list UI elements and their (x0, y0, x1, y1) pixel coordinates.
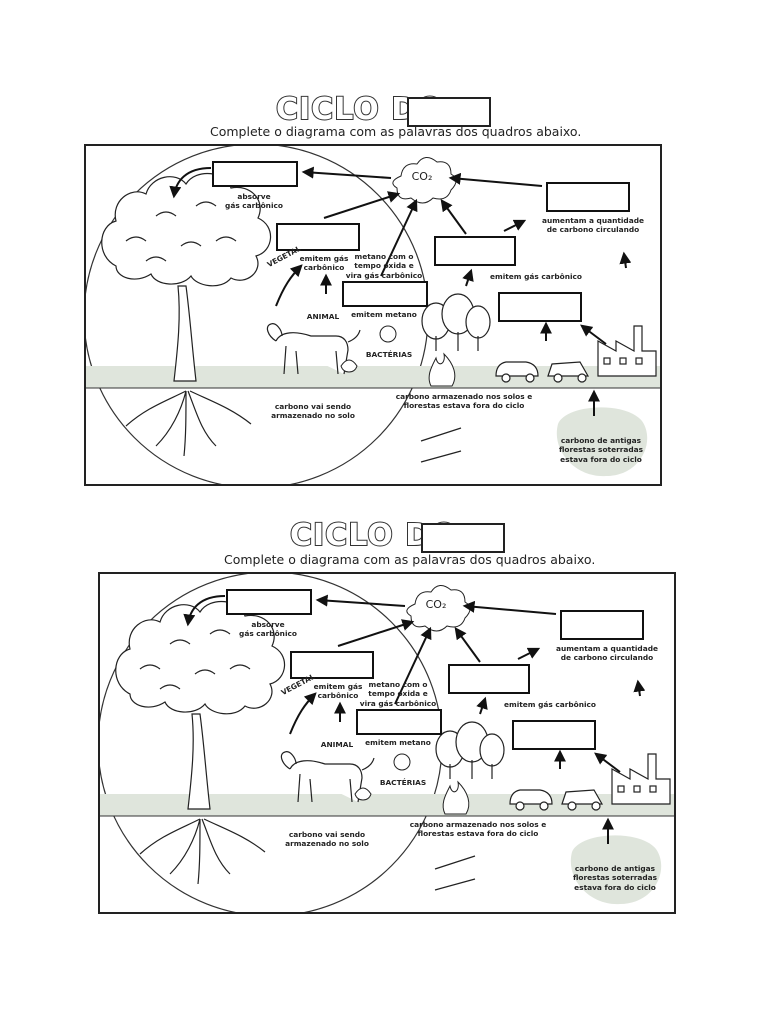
instruction-text: Complete o diagrama com as palavras dos … (224, 552, 596, 567)
label-animal: ANIMAL (306, 312, 340, 321)
title-answer-box[interactable] (407, 97, 491, 127)
title-row: CICLO DO (0, 517, 768, 558)
dog-illustration (266, 323, 361, 375)
answer-box-fuel[interactable] (512, 720, 596, 750)
label-carbono-antigas: carbono de antigas florestas soterradas … (558, 436, 644, 464)
bones-illustration (434, 855, 476, 891)
tree-illustration (101, 172, 272, 457)
diagram-illustration (100, 574, 674, 912)
answer-box-aumentam[interactable] (546, 182, 630, 212)
answer-box-aumentam[interactable] (560, 610, 644, 640)
forest-illustration (435, 721, 505, 779)
label-carbono-florestas: carbono armazenado nos solos e florestas… (395, 392, 533, 411)
label-emitem-gas: emitem gás carbônico (313, 682, 363, 701)
label-absorve: absorve gás carbônico (239, 620, 297, 639)
label-metano-oxida: metano com o tempo oxida e vira gás carb… (359, 680, 437, 708)
title-row: CICLO DO (0, 91, 768, 132)
label-bacterias: BACTÉRIAS (379, 778, 427, 787)
fossil-blob (570, 835, 662, 905)
fire-illustration (442, 780, 470, 815)
bones-illustration (420, 427, 462, 463)
factory-illustration (611, 753, 671, 805)
cars-illustration (495, 361, 590, 383)
answer-box-vegetal-emit[interactable] (290, 651, 374, 679)
fossil-blob (556, 407, 648, 477)
label-bacterias: BACTÉRIAS (365, 350, 413, 359)
label-emitem-gas: emitem gás carbônico (299, 254, 349, 273)
label-emitem-metano: emitem metano (351, 310, 417, 319)
worksheet-top: CICLO DO Complete o diagrama com as pala… (0, 91, 768, 522)
fire-illustration (428, 352, 456, 387)
answer-box-forest[interactable] (448, 664, 530, 694)
title-answer-box[interactable] (421, 523, 505, 553)
dog-illustration (280, 751, 375, 803)
label-animal: ANIMAL (320, 740, 354, 749)
answer-box-fuel[interactable] (498, 292, 582, 322)
factory-illustration (597, 325, 657, 377)
answer-box-vegetal-emit[interactable] (276, 223, 360, 251)
instruction-text: Complete o diagrama com as palavras dos … (210, 124, 582, 139)
droppings-illustration (354, 787, 372, 801)
co2-label: CO₂ (411, 170, 433, 183)
answer-box-animal-metano[interactable] (356, 709, 442, 735)
label-aumentam: aumentam a quantidade de carbono circula… (555, 644, 659, 663)
tree-illustration (115, 600, 286, 885)
answer-box-absorve[interactable] (212, 161, 298, 187)
bacteria-icon (393, 753, 411, 771)
diagram-illustration (86, 146, 660, 484)
answer-box-animal-metano[interactable] (342, 281, 428, 307)
label-carbono-florestas: carbono armazenado nos solos e florestas… (409, 820, 547, 839)
cars-illustration (509, 789, 604, 811)
label-emitem-gas-right: emitem gás carbônico (490, 272, 582, 281)
label-aumentam: aumentam a quantidade de carbono circula… (541, 216, 645, 235)
diagram-frame: CO₂ absorve gás carbônico VEGETAL emitem… (98, 572, 676, 914)
answer-box-absorve[interactable] (226, 589, 312, 615)
label-metano-oxida: metano com o tempo oxida e vira gás carb… (345, 252, 423, 280)
forest-illustration (421, 293, 491, 351)
label-carbono-antigas: carbono de antigas florestas soterradas … (572, 864, 658, 892)
bacteria-icon (379, 325, 397, 343)
worksheet-bottom: CICLO DO Complete o diagrama com as pala… (0, 517, 768, 948)
label-absorve: absorve gás carbônico (225, 192, 283, 211)
diagram-frame: CO₂ absorve gás carbônico VEGETAL emitem… (84, 144, 662, 486)
droppings-illustration (340, 359, 358, 373)
answer-box-forest[interactable] (434, 236, 516, 266)
label-emitem-metano: emitem metano (365, 738, 431, 747)
label-carbono-solo: carbono vai sendo armazenado no solo (271, 402, 355, 421)
label-carbono-solo: carbono vai sendo armazenado no solo (285, 830, 369, 849)
label-emitem-gas-right: emitem gás carbônico (504, 700, 596, 709)
co2-label: CO₂ (425, 598, 447, 611)
